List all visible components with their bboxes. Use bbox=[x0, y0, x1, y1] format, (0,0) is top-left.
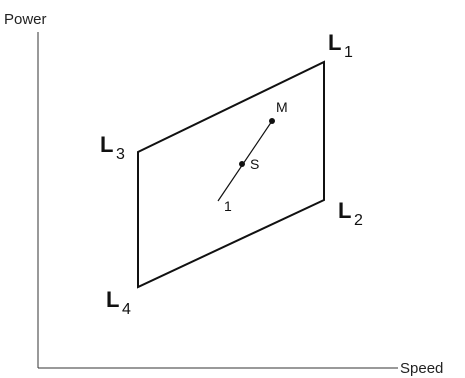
corner-l1-letter: L bbox=[328, 30, 341, 55]
corner-label-l1: L 1 bbox=[328, 30, 353, 61]
operating-line bbox=[217, 120, 273, 202]
corner-l4-subscript: 4 bbox=[122, 301, 131, 318]
corner-l1-subscript: 1 bbox=[344, 44, 353, 61]
corner-l2-subscript: 2 bbox=[354, 212, 363, 229]
corner-l3-subscript: 3 bbox=[116, 146, 125, 163]
point-s-marker bbox=[239, 161, 245, 167]
point-m-label: M bbox=[276, 99, 288, 115]
layout-envelope-parallelogram bbox=[137, 60, 325, 289]
corner-label-l2: L 2 bbox=[338, 198, 363, 229]
corner-label-l4: L 4 bbox=[106, 287, 131, 318]
point-s-label: S bbox=[250, 156, 259, 172]
x-axis-label: Speed bbox=[400, 360, 443, 377]
corner-l2-letter: L bbox=[338, 198, 351, 223]
point-m-marker bbox=[269, 118, 275, 124]
corner-l4-letter: L bbox=[106, 287, 119, 312]
corner-label-l3: L 3 bbox=[100, 132, 125, 163]
y-axis-label: Power bbox=[4, 11, 47, 28]
corner-l3-letter: L bbox=[100, 132, 113, 157]
point-1-label: 1 bbox=[224, 198, 232, 214]
